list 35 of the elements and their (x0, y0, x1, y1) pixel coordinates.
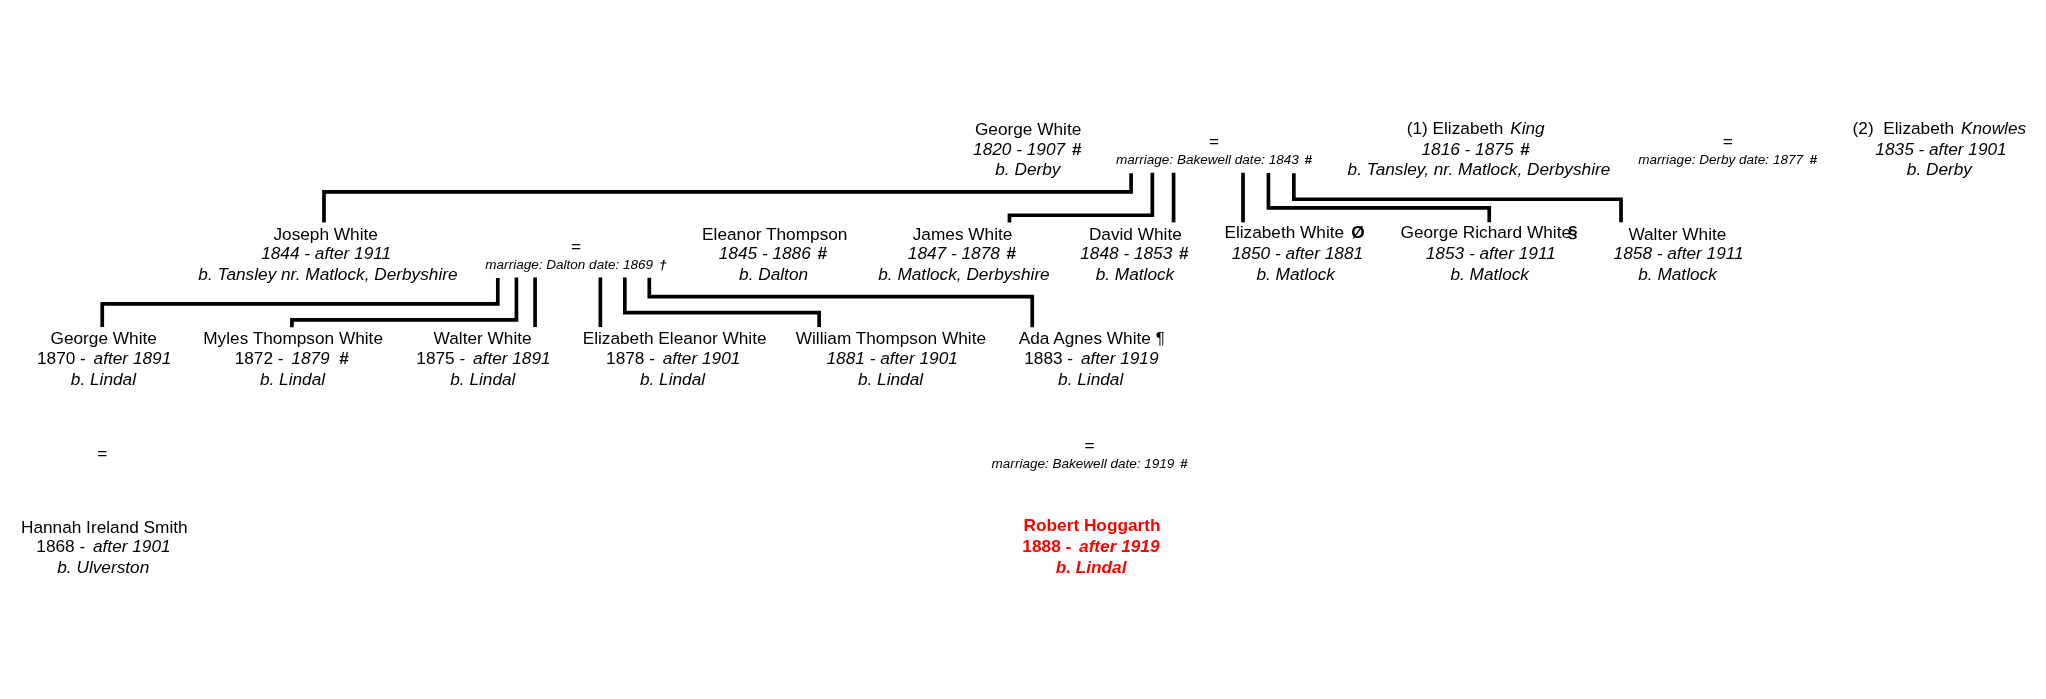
connector (1241, 172, 1245, 223)
node-text: George White 1820 - 1907 # b. Derby (973, 118, 1082, 180)
node-label: marriage: Derby date: 1877 # (1638, 151, 1818, 167)
node-text: = (97, 443, 108, 464)
node-text: Ada Agnes White ¶ 1883 - after 1919 b. Lindal (1018, 328, 1165, 389)
node-text: George Richard White§ 1853 - after 1911 b. Matlock (1400, 222, 1578, 285)
node-text: = (1722, 131, 1733, 152)
node-text: Myles Thompson White 1872 - 1879 # b. Lindal (203, 328, 384, 389)
connector (598, 277, 603, 328)
node-label: marriage: Bakewell date: 1919 # (991, 455, 1188, 471)
node-text: Walter White 1875 - after 1891 b. Lindal (416, 328, 551, 389)
node-text: George White 1870 - after 1891 b. Lindal (36, 328, 172, 389)
connector (1171, 172, 1176, 223)
node-text: Walter White 1858 - after 1911 b. Matlock (1613, 223, 1744, 285)
node-text: James White 1847 - 1878 # b. Matlock, Derbyshire (878, 223, 1050, 285)
connector (290, 277, 519, 328)
node-text: David White 1848 - 1853 # b. Matlock (1080, 223, 1189, 285)
node-label: marriage: Bakewell date: 1843 # (1116, 151, 1312, 167)
node-text: = (1209, 131, 1220, 152)
connector (1266, 172, 1492, 223)
connector (533, 277, 537, 328)
node-text: Elizabeth Eleanor White 1878 - after 1901 b. Lindal (582, 328, 767, 389)
node-text: Elizabeth White Ø 1850 - after 1881 b. Matlock (1224, 222, 1365, 285)
node-text: Eleanor Thompson 1845 - 1886 # b. Dalton (702, 223, 848, 285)
node-text: (1) Elizabeth King 1816 - 1875 # b. Tansley, nr. Matlock, Derbyshire (1347, 117, 1611, 180)
node-text: William Thompson White 1881 - after 1901 b. Lindal (795, 328, 987, 389)
node-text: (2) Elizabeth Knowles 1835 - after 1901 b. Derby (1852, 117, 2027, 180)
connector (623, 277, 821, 328)
connector (1007, 172, 1155, 223)
node-text: Joseph White 1844 - after 1911 b. Tansley nr. Matlock, Derbyshire (198, 223, 458, 285)
node-label: marriage: Dalton date: 1869 † (485, 256, 667, 272)
node-text: = (570, 235, 582, 256)
node-text: Hannah Ireland Smith 1868 - after 1901 b. Ulverston (20, 516, 188, 578)
node-text: Robert Hoggarth 1888 - after 1919 b. Lindal (1022, 515, 1161, 578)
node-text: = (1084, 434, 1095, 455)
